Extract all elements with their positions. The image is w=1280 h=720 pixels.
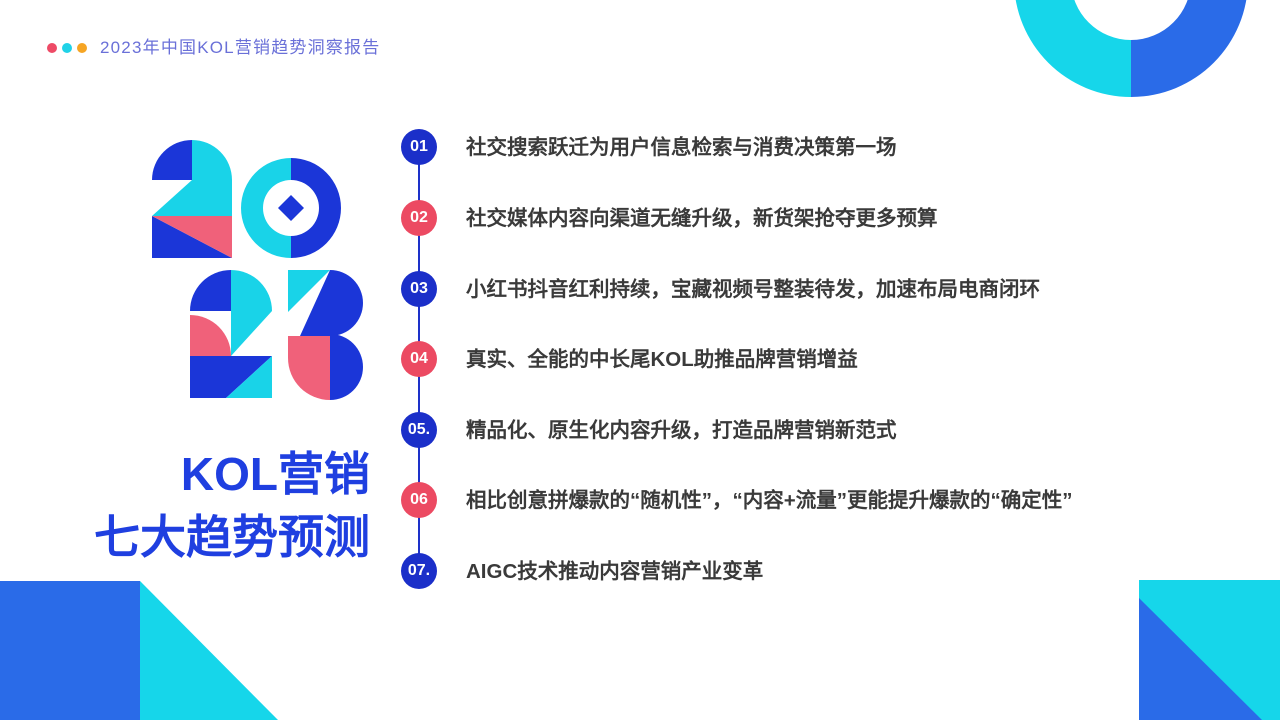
header-dot-red [47,43,57,53]
digit-2-second-blue-cap [190,270,231,311]
trend-number-badge: 06 [401,482,437,518]
trend-text: AIGC技术推动内容营销产业变革 [466,560,764,583]
corner-cyan-triangle [140,581,278,720]
digit-0-diamond [278,195,304,221]
trend-number-badge: 05. [401,412,437,448]
trend-text: 小红书抖音红利持续，宝藏视频号整装待发，加速布局电商闭环 [466,278,1040,301]
hero-title-line1: KOL营销 [180,448,370,500]
donut-blue-half [1131,0,1247,97]
digit-2-second-cyan-curve [231,270,272,356]
digit-3-blue-upper-bowl [300,270,363,336]
trend-number-badge: 03 [401,271,437,307]
digit-2-first-cyan-curve [152,140,232,216]
trend-text: 相比创意拼爆款的“随机性”，“内容+流量”更能提升爆款的“确定性” [466,489,1073,512]
bottom-right-corner-decoration [1139,580,1280,720]
digit-2-second-blue-base [190,356,272,398]
trend-text: 精品化、原生化内容升级，打造品牌营销新范式 [466,419,897,442]
trend-number-badge: 07. [401,553,437,589]
trend-text: 社交搜索跃迁为用户信息检索与消费决策第一场 [466,136,897,159]
digit-2-first-pink-base [152,216,232,258]
trend-text: 社交媒体内容向渠道无缝升级，新货架抢夺更多预算 [466,207,938,230]
trend-number-badge: 01 [401,129,437,165]
trend-text: 真实、全能的中长尾KOL助推品牌营销增益 [466,348,858,371]
report-title: 2023年中国KOL营销趋势洞察报告 [100,38,381,57]
year-2023-graphic [152,140,363,400]
digit-2-second-cyan-triangle [226,356,272,398]
top-right-donut-decoration [1015,0,1247,97]
digit-0 [241,158,341,258]
digit-2-second-pink-quarter [190,315,231,356]
digit-2-second [190,270,272,398]
digit-2-first-blue-cap [152,140,192,180]
bottom-left-corner-decoration [0,581,278,720]
digit-0-cyan-half [241,158,291,258]
corner-blue-triangle [1139,598,1262,720]
digit-3 [288,270,363,400]
header-dot-orange [77,43,87,53]
donut-cyan-half [1015,0,1131,97]
digit-2-first [152,140,232,258]
trend-number-badge: 04 [401,341,437,377]
trend-number-badge: 02 [401,200,437,236]
corner-blue-square [0,581,140,720]
digit-3-blue-lower-bowl [330,334,363,400]
header-dot-cyan [62,43,72,53]
digit-0-blue-half [291,158,341,258]
digit-3-pink-lower [288,336,330,400]
hero-title-line2: 七大趋势预测 [94,511,370,563]
digit-3-cyan-triangle [288,270,330,312]
